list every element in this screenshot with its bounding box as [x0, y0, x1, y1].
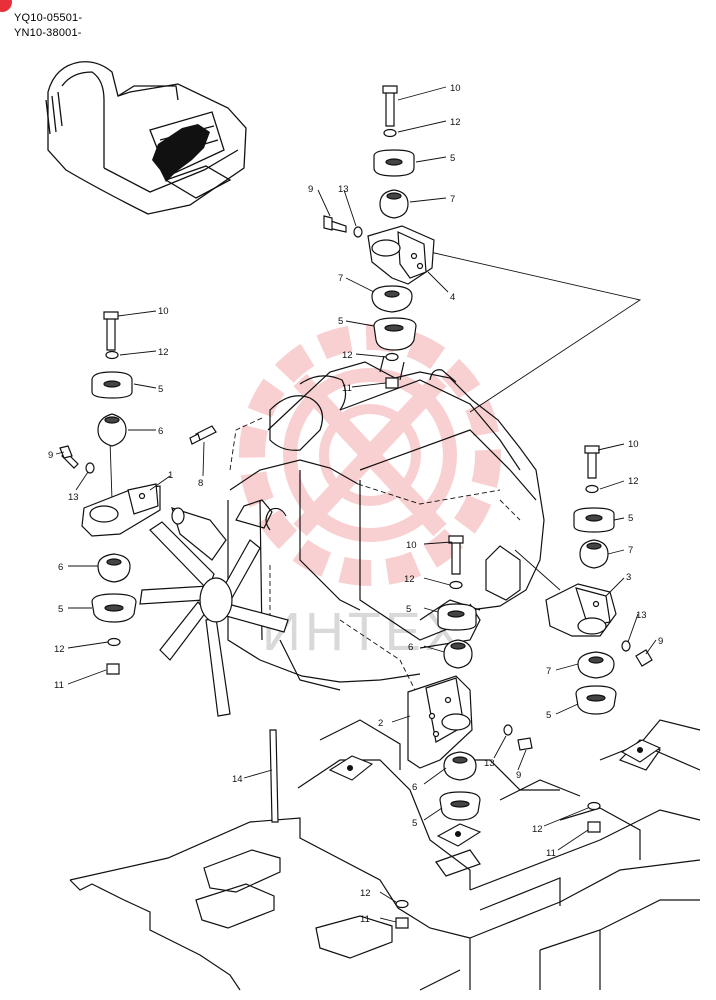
callout-12: 12: [158, 347, 169, 358]
callout-6: 6: [408, 642, 413, 653]
callout-5: 5: [58, 604, 63, 615]
watermark-gear-logo: [239, 324, 501, 586]
dashed-reference-lines: [229, 417, 521, 701]
callout-11: 11: [54, 680, 64, 691]
callout-7: 7: [546, 666, 551, 677]
callout-9: 9: [48, 450, 53, 461]
callout-6: 6: [158, 426, 163, 437]
callout-5: 5: [158, 384, 163, 395]
callout-10: 10: [628, 439, 639, 450]
callout-7: 7: [338, 273, 343, 284]
callout-3: 3: [626, 572, 631, 583]
callout-13: 13: [68, 492, 79, 503]
callout-7: 7: [450, 194, 455, 205]
callout-11: 11: [546, 848, 556, 859]
callout-5: 5: [546, 710, 551, 721]
callout-8: 8: [198, 478, 203, 489]
callout-12: 12: [628, 476, 639, 487]
engine-mount-bracket-1: [81, 483, 161, 537]
callout-11: 11: [360, 914, 370, 925]
callout-5: 5: [412, 818, 417, 829]
callout-5: 5: [628, 513, 633, 524]
callout-labels: 10 12 5 7 9 13 4 7 5 12 11 10 12 5 6 9 1…: [48, 83, 663, 925]
callout-5: 5: [338, 316, 343, 327]
sensor-and-rod: [189, 425, 279, 823]
callout-9: 9: [658, 636, 663, 647]
callout-2: 2: [378, 718, 383, 729]
cooling-fan: [139, 507, 289, 717]
frame-mount-plates: [328, 739, 662, 847]
callout-1: 1: [168, 470, 173, 481]
callout-9: 9: [516, 770, 521, 781]
serial-number-2: YN10-38001-: [14, 27, 82, 39]
engine-mount-bracket-4: [367, 225, 435, 285]
callout-leader-lines: [55, 86, 657, 923]
callout-5: 5: [450, 153, 455, 164]
callout-11: 11: [342, 383, 352, 394]
watermark-text: ИНТЕХ: [262, 602, 465, 662]
upper-frame: [69, 719, 701, 991]
callout-9: 9: [308, 184, 313, 195]
callout-12: 12: [342, 350, 353, 361]
engine-mount-bracket-3: [545, 583, 617, 637]
serial-number-1: YQ10-05501-: [14, 12, 83, 24]
callout-12: 12: [404, 574, 415, 585]
callout-14: 14: [232, 774, 243, 785]
assembly-leader-lines: [109, 251, 642, 591]
callout-13: 13: [484, 758, 495, 769]
engine-mount-bracket-2: [407, 675, 473, 769]
callout-12: 12: [532, 824, 543, 835]
callout-13: 13: [338, 184, 349, 195]
callout-5: 5: [406, 604, 411, 615]
callout-10: 10: [158, 306, 169, 317]
callout-7: 7: [628, 545, 633, 556]
callout-13: 13: [636, 610, 647, 621]
excavator-thumbnail: [45, 61, 247, 215]
callout-12: 12: [450, 117, 461, 128]
corner-badge: [0, 0, 12, 12]
callout-10: 10: [450, 83, 461, 94]
callout-10: 10: [406, 540, 417, 551]
callout-6: 6: [412, 782, 417, 793]
callout-12: 12: [54, 644, 65, 655]
callout-12: 12: [360, 888, 371, 899]
mounting-hardware: [59, 85, 653, 929]
callout-6: 6: [58, 562, 63, 573]
callout-4: 4: [450, 292, 455, 303]
engine-location-highlight: [152, 124, 210, 182]
